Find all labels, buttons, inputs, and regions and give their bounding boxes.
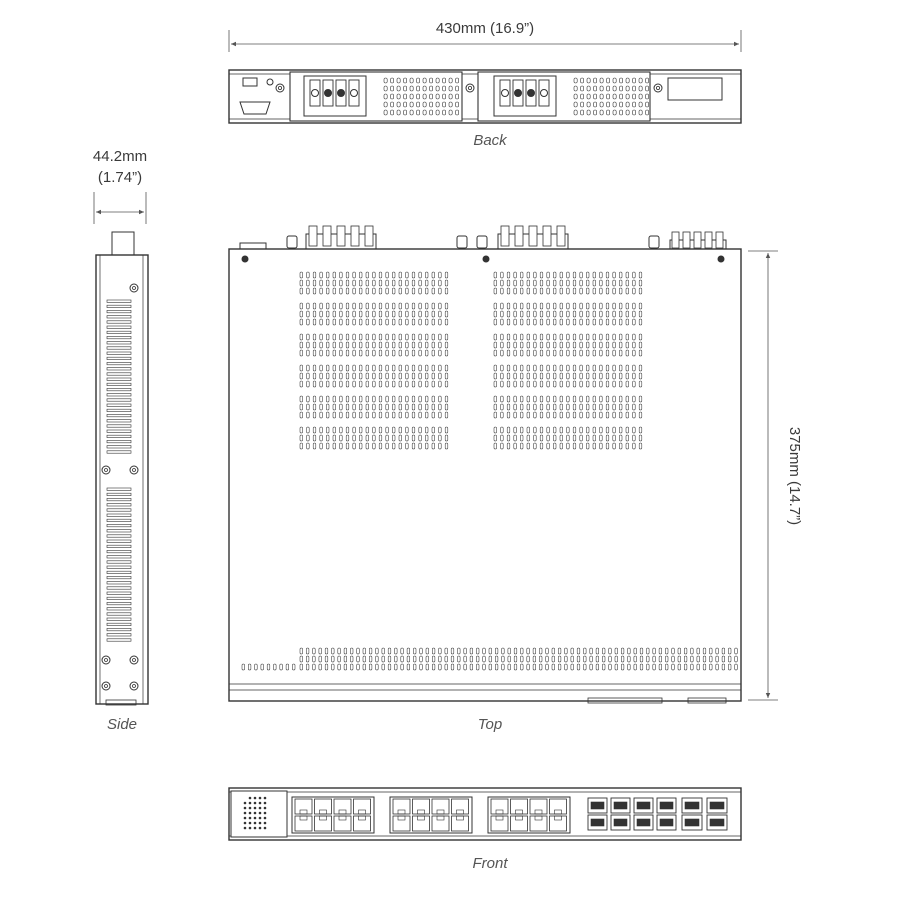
top-view: Top bbox=[228, 225, 742, 733]
width-dimension-label: 430mm (16.9”) bbox=[436, 20, 534, 37]
terminal-block bbox=[667, 77, 723, 101]
back-view: Back bbox=[228, 69, 742, 149]
top-view-label: Top bbox=[478, 716, 502, 733]
width-dimension: 430mm (16.9”) bbox=[228, 20, 742, 52]
depth-dimension-label: 375mm (14.7”) bbox=[786, 427, 803, 525]
side-dimension-mm: 44.2mm bbox=[93, 148, 147, 165]
front-view: Front bbox=[228, 787, 742, 872]
back-view-label: Back bbox=[473, 132, 508, 149]
front-view-label: Front bbox=[472, 855, 508, 872]
side-view-label: Side bbox=[107, 716, 137, 733]
side-view: 44.2mm (1.74”) Side bbox=[93, 148, 149, 733]
depth-dimension: 375mm (14.7”) bbox=[748, 250, 803, 701]
usb-port bbox=[242, 77, 258, 87]
console-port bbox=[239, 101, 271, 115]
side-dimension-in: (1.74”) bbox=[98, 169, 142, 186]
